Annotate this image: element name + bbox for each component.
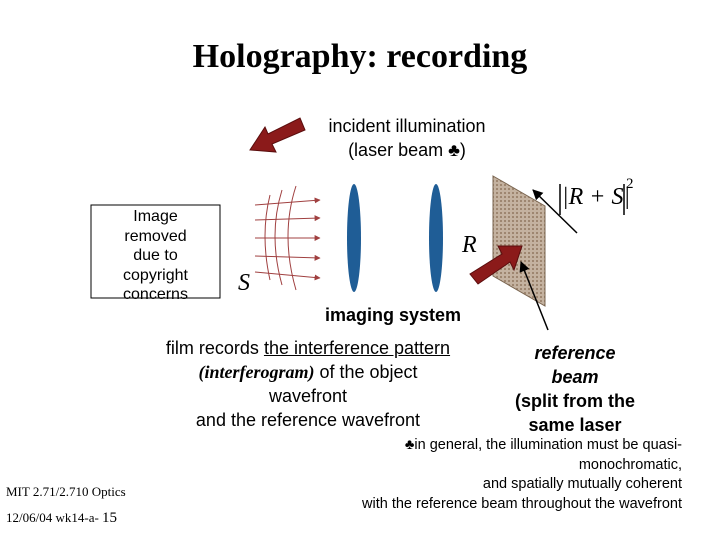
- film-line-1: film records the interference pattern: [140, 336, 476, 360]
- reference-line-4: same laser: [528, 415, 622, 435]
- coherence-note: ♣in general, the illumination must be qu…: [300, 436, 682, 514]
- footer-page-number: 15: [102, 510, 118, 526]
- film-line-1-prefix: film records: [165, 338, 264, 358]
- reference-arrow: [469, 245, 523, 285]
- note-line-2: monochromatic,: [578, 456, 682, 473]
- image-removed-line-2: removed: [124, 227, 187, 245]
- note-club-icon: ♣: [404, 437, 415, 453]
- film-line-1-underlined: the interference pattern: [263, 338, 451, 358]
- object-waves: [254, 185, 321, 291]
- formula-body: |R + S|: [562, 184, 631, 210]
- film-line-4: and the reference wavefront: [195, 410, 421, 430]
- reference-line-2: beam: [551, 367, 599, 387]
- film-records-text: film records the interference pattern (i…: [140, 336, 476, 432]
- imaging-system-label: imaging system: [325, 305, 462, 325]
- note-line-4: with the reference beam throughout the w…: [362, 495, 682, 512]
- incident-line-2-text: (laser beam: [348, 140, 449, 160]
- reference-beam-text: reference beam (split from the same lase…: [495, 341, 655, 437]
- incident-line-1: incident illumination: [328, 116, 486, 136]
- film-line-2-rest: of the object: [314, 362, 418, 382]
- film-plate: [492, 175, 546, 307]
- formula-exponent: 2: [626, 176, 634, 192]
- incident-line-2: (laser beam ♣): [300, 138, 514, 162]
- image-removed-box: [90, 204, 221, 299]
- incident-label: incident illumination (laser beam ♣): [300, 114, 514, 162]
- film-line-2-emph: (interferogram): [198, 362, 315, 382]
- film-line-3: wavefront: [268, 386, 348, 406]
- label-s: S: [238, 270, 250, 296]
- pointer-to-reference: [519, 261, 549, 331]
- image-removed-line-3: due to: [133, 247, 178, 264]
- label-r: R: [462, 232, 477, 258]
- incident-line-2-close: ): [459, 140, 466, 160]
- image-removed-text: Image removed due to copyright concerns: [91, 207, 220, 305]
- reference-line-1: reference: [534, 343, 616, 363]
- lens-1: [347, 184, 361, 292]
- film-line-2: (interferogram) of the object: [140, 360, 476, 384]
- note-line-3: and spatially mutually coherent: [482, 476, 682, 492]
- footer-course: MIT 2.71/2.710 Optics: [6, 484, 126, 499]
- note-line-1: ♣in general, the illumination must be qu…: [300, 436, 682, 456]
- note-line-1-text: in general, the illumination must be qua…: [414, 437, 682, 453]
- page-title: Holography: recording: [192, 38, 528, 75]
- footer-date: 12/06/04 wk14-a- 15: [6, 510, 117, 527]
- footer-date-text: 12/06/04 wk14-a-: [6, 510, 99, 525]
- lens-2: [429, 184, 443, 292]
- pointer-to-film: [532, 189, 578, 234]
- incident-arrow: [249, 117, 306, 153]
- image-removed-line-5: concerns: [123, 286, 188, 303]
- formula-text: |R + S|: [562, 184, 630, 211]
- club-icon: ♣: [448, 140, 460, 160]
- image-removed-line-4: copyright: [123, 266, 188, 284]
- image-removed-line-1: Image: [133, 208, 178, 225]
- reference-line-3: (split from the: [515, 391, 635, 411]
